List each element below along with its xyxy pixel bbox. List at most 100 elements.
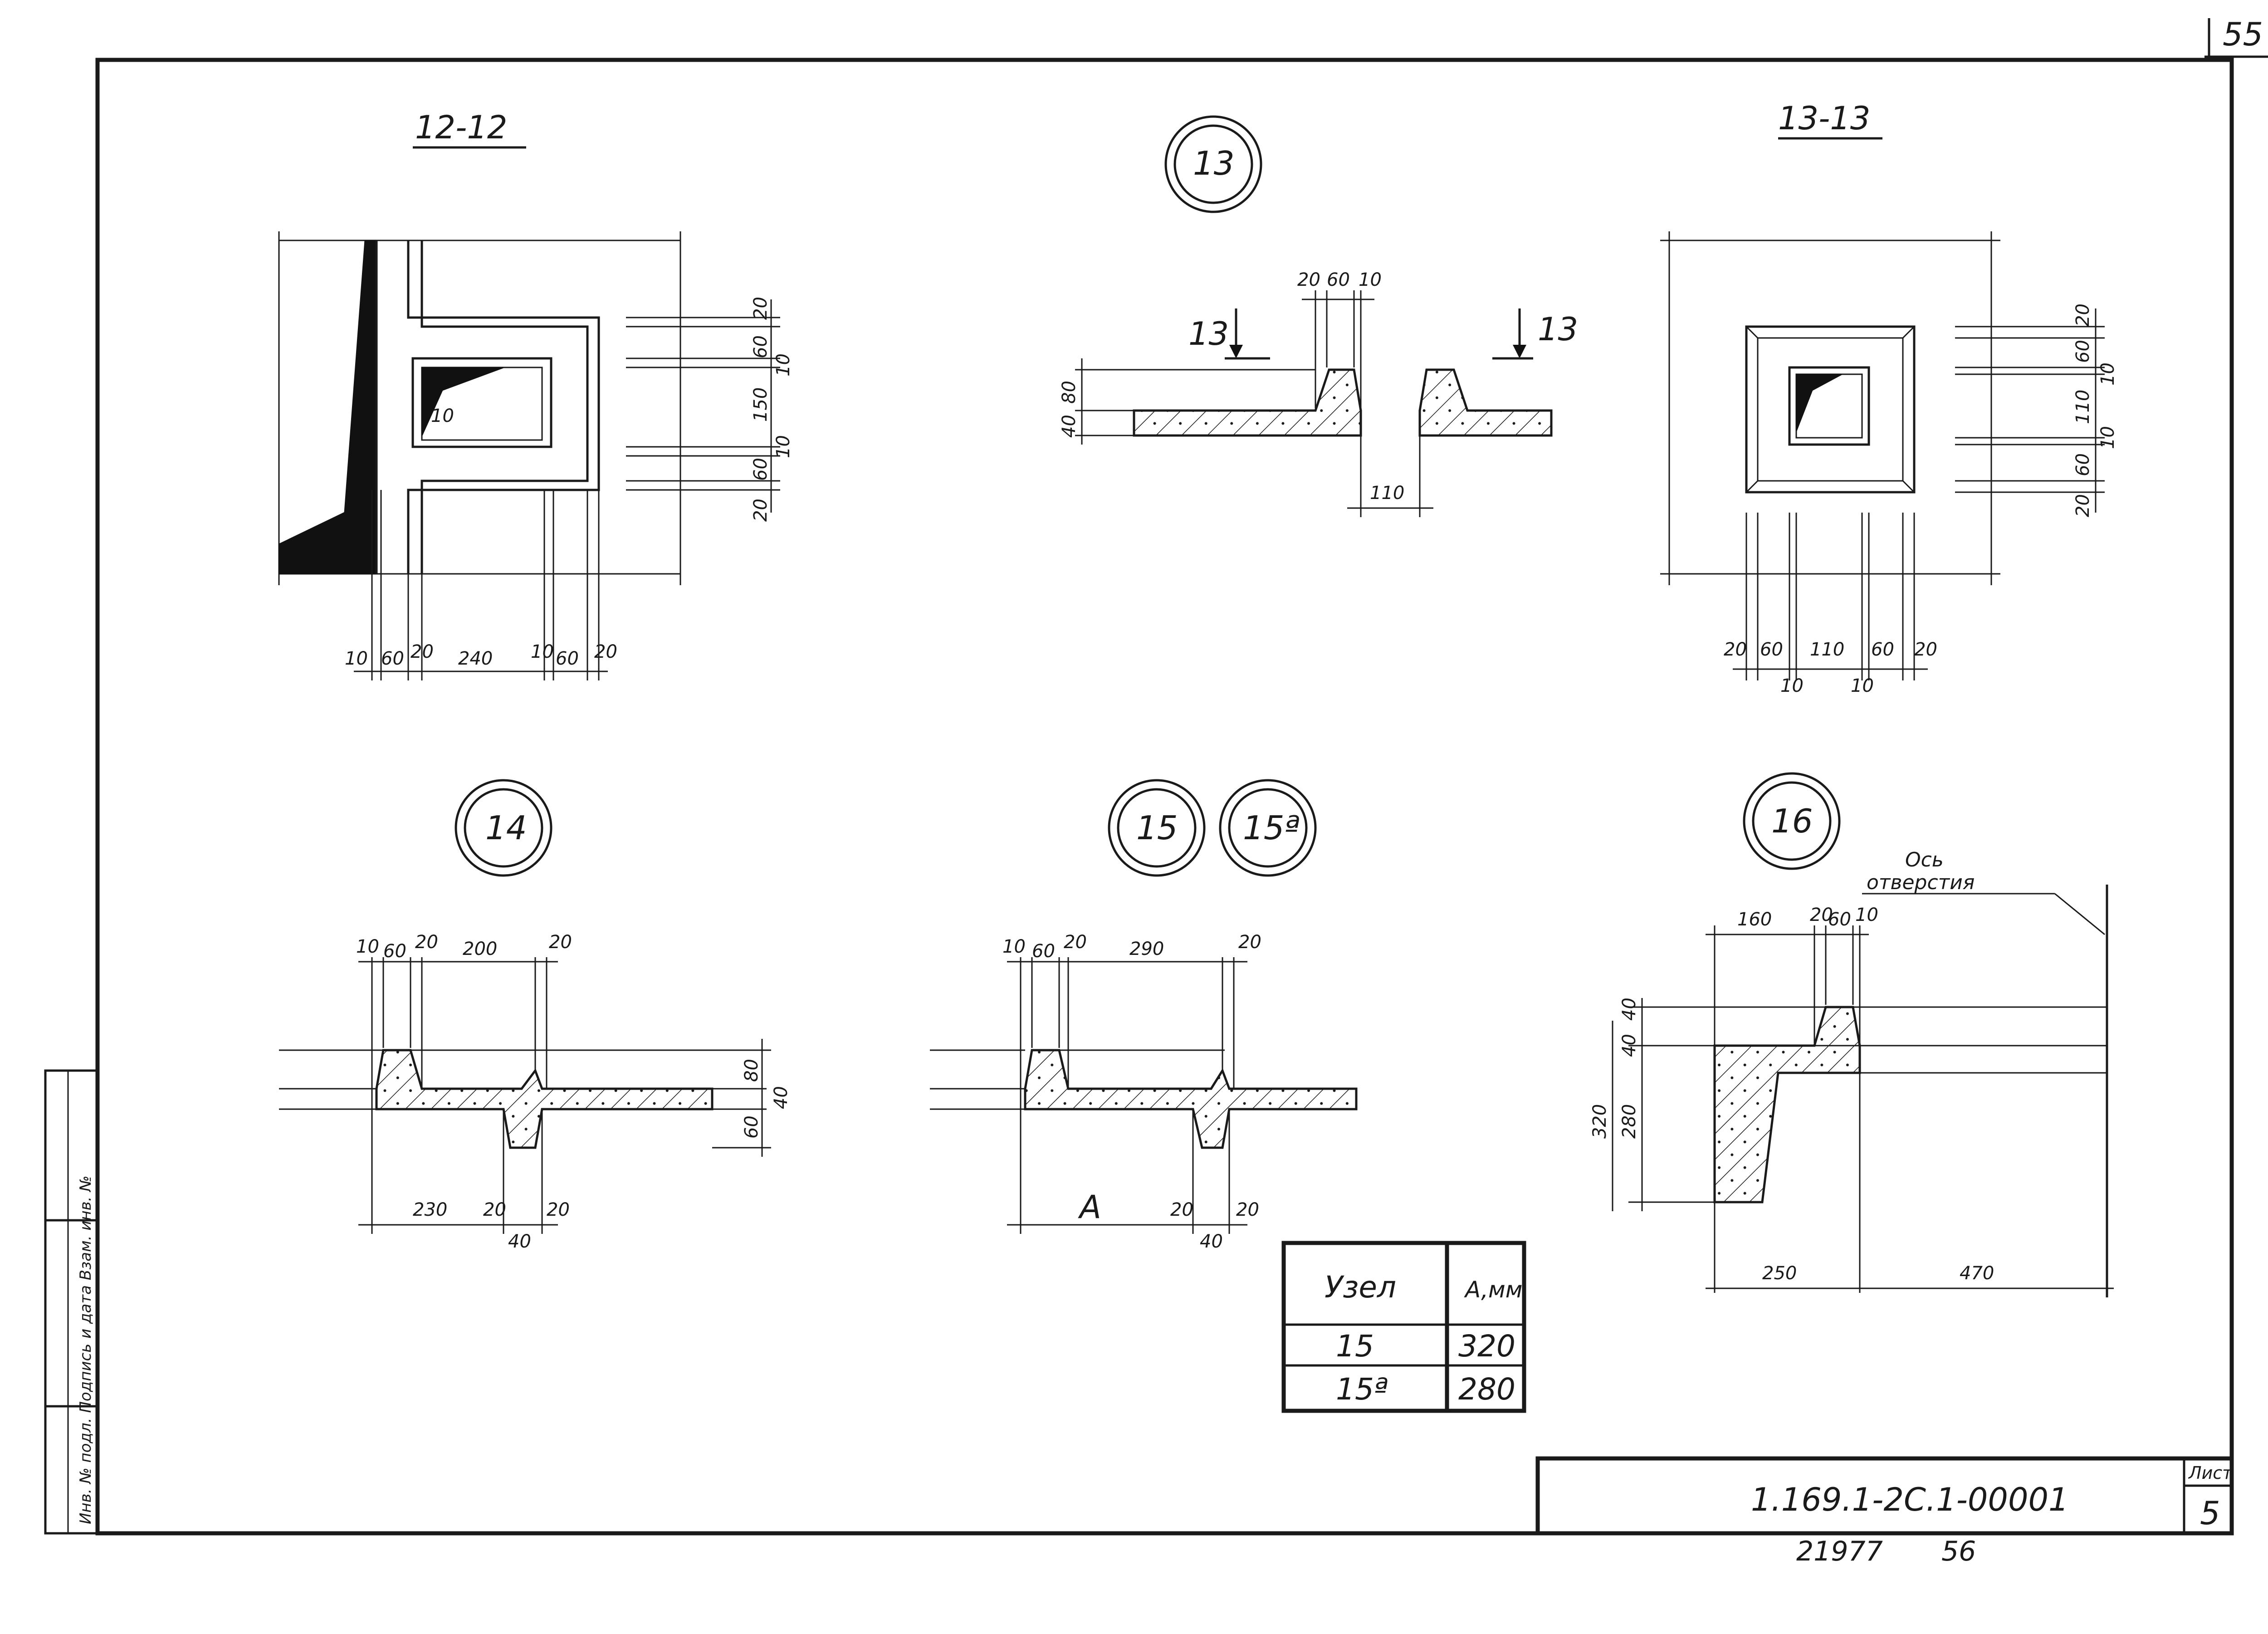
node-15-bdim-3: 40 — [1200, 1231, 1223, 1252]
node-15-bdim-2: 20 — [1236, 1199, 1259, 1220]
node-14-tdim-1: 60 — [383, 941, 406, 962]
node-16-bdim-1: 470 — [1960, 1263, 1994, 1284]
sheet-number: 5 — [2200, 1495, 2220, 1532]
section-12-inner-dim: 10 — [431, 406, 454, 426]
section-13-hdim-6: 10 — [1851, 675, 1874, 696]
node-14-bdim-0: 230 — [413, 1199, 447, 1220]
section-12-hdim-3: 240 — [458, 648, 493, 669]
node-16-tdim-3: 10 — [1855, 905, 1878, 925]
node-16-label: 16 — [1771, 802, 1813, 840]
node-16-axis-label-2: отверстия — [1867, 871, 1975, 894]
node-table — [1281, 1241, 1526, 1413]
node-13: 13 13 13 20 60 10 40 80 110 — [1059, 115, 1578, 517]
table-row-1-a: 320 — [1458, 1329, 1515, 1364]
page-number: 55 — [2223, 16, 2263, 53]
node-15-tdim-0: 10 — [1002, 936, 1026, 957]
section-13-vdim-6: 20 — [2072, 494, 2093, 517]
sheet-label: Лист — [2188, 1463, 2233, 1483]
node-14-rdim-0: 80 — [741, 1059, 762, 1082]
section-13-vdim-3: 110 — [2072, 390, 2093, 424]
node-16-ldim-0: 40 — [1619, 998, 1640, 1021]
node-16: 16 Ось отверстия 40 40 320 280 160 20 60… — [1589, 772, 2114, 1297]
node-14-tdim-3: 200 — [463, 939, 497, 959]
node-13-ldim-0: 40 — [1059, 415, 1080, 438]
node-15-tdim-1: 60 — [1032, 941, 1055, 962]
title-block — [1535, 1456, 2234, 1536]
section-12-vdim-3: 150 — [750, 387, 771, 422]
node-15: 15 15ª 10 60 20 290 20 A 20 20 40 — [930, 779, 1358, 1252]
designation: 1.169.1-2С.1-00001 — [1751, 1481, 2069, 1518]
node-14: 14 10 60 20 200 20 80 40 60 230 20 20 40 — [279, 779, 792, 1252]
section-13-hdim-4: 20 — [1914, 639, 1937, 660]
section-12-12: 12-12 10 20 60 10 150 10 60 20 — [278, 109, 794, 680]
node-15-bdim-1: 20 — [1170, 1199, 1193, 1220]
table-row-2-node: 15ª — [1336, 1372, 1388, 1407]
inventory-number: 21977 — [1796, 1536, 1883, 1567]
section-12-vdim-0: 20 — [750, 297, 771, 320]
section-13-vdim-2: 10 — [2097, 362, 2118, 386]
node-16-ldim-2: 320 — [1589, 1104, 1610, 1139]
section-12-vdim-6: 20 — [750, 499, 771, 522]
node-13-tdim-2: 10 — [1359, 269, 1382, 290]
section-13-vdim-5: 60 — [2072, 453, 2093, 476]
node-14-bdim-1: 20 — [483, 1199, 506, 1220]
section-13-hdim-0: 20 — [1724, 639, 1747, 660]
node-15-tdim-3: 290 — [1129, 939, 1164, 959]
node-15-tdim-4: 20 — [1238, 932, 1261, 953]
node-16-ldim-1: 40 — [1619, 1034, 1640, 1057]
node-14-bdim-2: 20 — [547, 1199, 570, 1220]
node-16-axis-label-1: Ось — [1905, 848, 1944, 871]
table-header-node: Узел — [1325, 1270, 1396, 1305]
section-13-vdim-4: 10 — [2097, 426, 2118, 449]
node-15a-label: 15ª — [1243, 809, 1300, 847]
section-12-vdim-4: 10 — [773, 435, 794, 458]
section-13-hdim-2: 110 — [1810, 639, 1844, 660]
section-13-hdim-5: 10 — [1780, 675, 1804, 696]
section-13-hdim-1: 60 — [1760, 639, 1783, 660]
section-12-hdim-5: 60 — [556, 648, 579, 669]
node-13-mark-right: 13 — [1538, 311, 1578, 348]
node-16-ldim-3: 280 — [1619, 1104, 1640, 1139]
node-13-tdim-0: 20 — [1297, 269, 1320, 290]
section-13-hdim-3: 60 — [1871, 639, 1894, 660]
node-14-rdim-1: 40 — [771, 1086, 792, 1109]
node-13-mark-left: 13 — [1188, 315, 1229, 352]
node-13-ldim-1: 80 — [1059, 381, 1080, 404]
table-row-1-node: 15 — [1336, 1329, 1374, 1364]
section-13-vdim-1: 60 — [2072, 340, 2093, 363]
node-15-bdim-0: A — [1078, 1189, 1101, 1226]
node-16-tdim-2: 60 — [1828, 909, 1851, 930]
node-14-tdim-0: 10 — [356, 936, 379, 957]
section-12-hdim-6: 20 — [594, 641, 617, 662]
section-12-hdim-2: 20 — [411, 641, 434, 662]
node-14-tdim-4: 20 — [549, 932, 572, 953]
section-12-vdim-5: 60 — [750, 458, 771, 481]
section-12-hdim-1: 60 — [381, 648, 404, 669]
node-13-label: 13 — [1193, 144, 1235, 182]
section-12-hdim-0: 10 — [345, 648, 368, 669]
node-15-label: 15 — [1136, 809, 1178, 847]
section-12-hdim-4: 10 — [531, 641, 554, 662]
table-header-a: A,мм — [1464, 1277, 1522, 1303]
node-15-tdim-2: 20 — [1064, 932, 1087, 953]
section-12-vdim-2: 10 — [773, 353, 794, 377]
section-12-title: 12-12 — [415, 109, 507, 146]
side-stamp-text: Инв. № подл. Подпись и дата Взам. инв. № — [77, 1175, 95, 1524]
node-14-tdim-2: 20 — [415, 932, 438, 953]
inventory-sheet: 56 — [1941, 1536, 1976, 1567]
node-14-bdim-3: 40 — [508, 1231, 531, 1252]
node-13-bdim: 110 — [1370, 483, 1404, 504]
node-13-tdim-1: 60 — [1327, 269, 1350, 290]
node-16-tdim-0: 160 — [1737, 909, 1772, 930]
section-13-title: 13-13 — [1778, 100, 1870, 137]
node-14-label: 14 — [485, 809, 527, 847]
node-16-bdim-0: 250 — [1762, 1263, 1797, 1284]
section-13-13: 13-13 20 60 10 110 10 60 20 — [1660, 100, 2118, 696]
section-12-vdim-1: 60 — [750, 335, 771, 358]
sheet-frame — [95, 18, 2268, 1536]
side-stamp: Инв. № подл. Подпись и дата Взам. инв. № — [44, 1069, 99, 1535]
node-16-tdim-1: 20 — [1810, 905, 1833, 925]
section-13-vdim-0: 20 — [2072, 303, 2093, 327]
table-row-2-a: 280 — [1458, 1372, 1515, 1407]
node-14-rdim-2: 60 — [741, 1115, 762, 1139]
